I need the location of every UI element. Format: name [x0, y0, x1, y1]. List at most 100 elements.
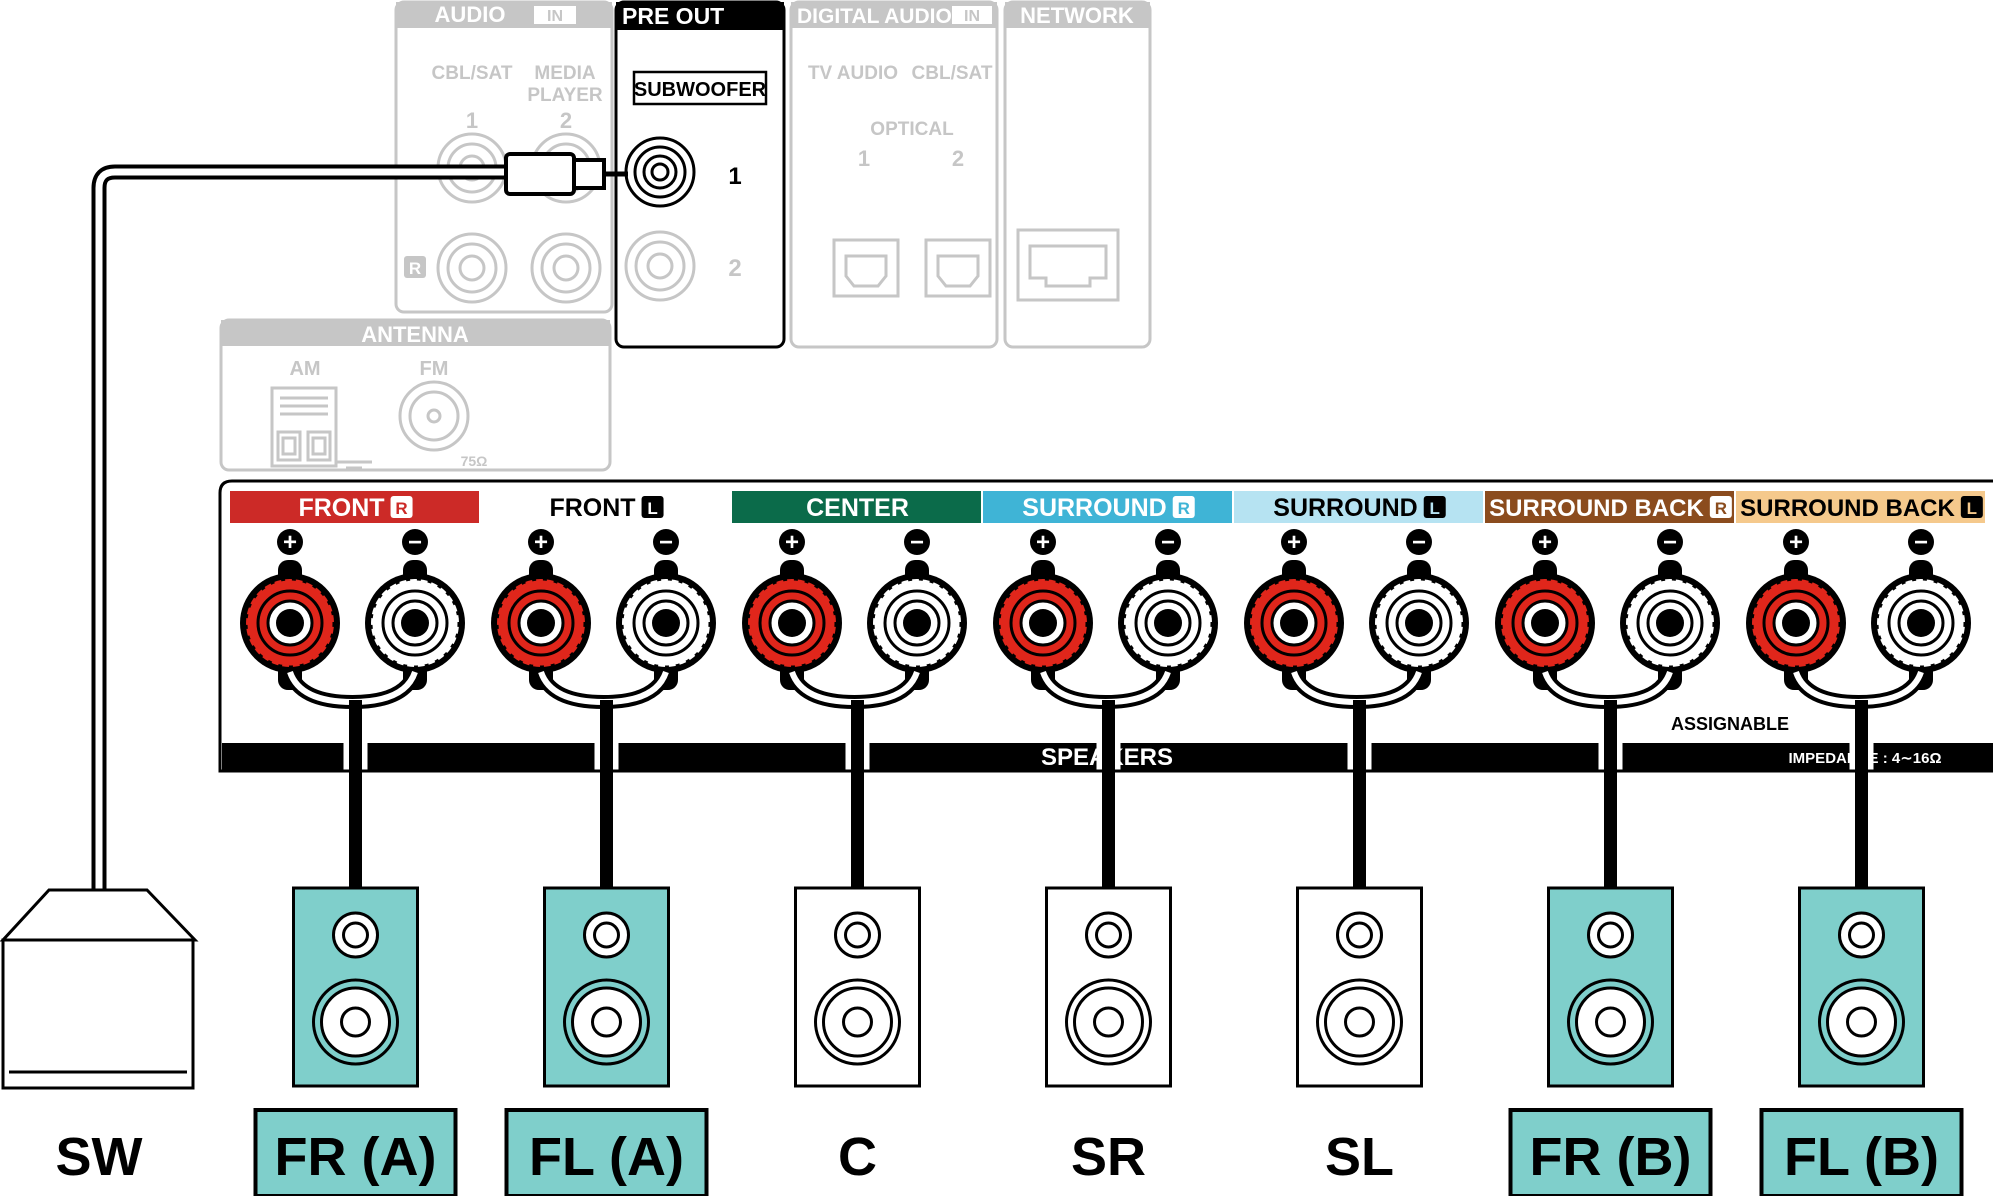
speaker-label-text: SW	[56, 1127, 143, 1187]
network-title: NETWORK	[1020, 3, 1134, 28]
ethernet-port	[1016, 228, 1120, 302]
tweeter-icon	[1336, 911, 1383, 959]
audio-in-tag: IN	[547, 8, 563, 25]
digital-audio-tag: IN	[964, 8, 980, 25]
plus-symbol-icon	[1783, 529, 1809, 555]
minus-symbol: −	[1412, 529, 1426, 556]
audio-in-col2-label2: PLAYER	[527, 85, 603, 106]
speaker-label-text: SL	[1325, 1127, 1394, 1187]
plus-terminal: +	[742, 529, 842, 690]
woofer-icon	[1818, 978, 1905, 1066]
antenna-panel: ANTENNA AM FM 75Ω	[219, 318, 612, 472]
minus-symbol-icon	[904, 529, 930, 555]
subwoofer-label: SUBWOOFER	[634, 79, 767, 101]
plus-terminal: +	[491, 529, 591, 690]
side-badge-label: R	[1178, 499, 1190, 518]
audio-in-r-badge: R	[409, 259, 421, 278]
channel-label: SURROUND	[1022, 494, 1166, 522]
pre-out-panel: PRE OUT SUBWOOFER 1 2	[614, 0, 786, 349]
woofer-icon	[1567, 978, 1654, 1066]
minus-terminal: −	[365, 529, 465, 690]
minus-terminal: −	[1118, 529, 1218, 690]
plus-terminal: +	[993, 529, 1093, 690]
channel-label: SURROUND	[1273, 494, 1417, 522]
minus-symbol-icon	[402, 529, 428, 555]
speaker-unit	[1045, 886, 1172, 1088]
digital-audio-subtitle: (ASSIGNABLE)	[841, 32, 949, 49]
channel-header-bg	[732, 491, 981, 523]
channel-label: SURROUND BACK	[1489, 495, 1704, 522]
fm-jack	[398, 380, 470, 452]
side-badge	[1172, 496, 1195, 518]
speaker-label-text: FR (A)	[275, 1127, 437, 1187]
speaker-label: FR (B)	[1508, 1108, 1713, 1196]
plus-symbol-icon	[1030, 529, 1056, 555]
woofer-icon	[1316, 978, 1403, 1066]
digital-audio-col2-label: CBL/SAT	[912, 63, 993, 84]
optical-num-2: 2	[952, 146, 964, 171]
plus-symbol-icon	[528, 529, 554, 555]
antenna-title: ANTENNA	[361, 322, 469, 347]
tweeter-icon	[583, 911, 630, 959]
assignable-label: ASSIGNABLE	[1671, 714, 1789, 734]
audio-in-subtitle: (ASSIGNABLE)	[450, 32, 558, 49]
minus-terminal: −	[867, 529, 967, 690]
audio-in-panel: AUDIO IN (ASSIGNABLE) CBL/SAT MEDIA PLAY…	[394, 0, 614, 314]
tweeter-icon	[1838, 911, 1885, 959]
plus-terminal: +	[240, 529, 340, 690]
speaker-unit	[543, 886, 670, 1088]
audio-in-col1-label: CBL/SAT	[432, 63, 513, 84]
speaker-label-text: C	[838, 1127, 877, 1187]
speaker-unit	[1798, 886, 1925, 1088]
minus-symbol-icon	[1657, 529, 1683, 555]
plus-symbol: +	[283, 529, 297, 556]
minus-symbol: −	[408, 529, 422, 556]
speaker-units	[0, 886, 1925, 1090]
channel-header-bg	[481, 491, 730, 523]
tweeter-icon	[1085, 911, 1132, 959]
speaker-label-text: FL (B)	[1784, 1127, 1939, 1187]
network-panel: NETWORK	[1003, 0, 1152, 349]
audio-in-col1-num: 1	[466, 108, 478, 133]
tweeter-icon	[834, 911, 881, 959]
optical-num-1: 1	[858, 146, 870, 171]
tweeter-icon	[1587, 911, 1634, 959]
minus-symbol: −	[1663, 529, 1677, 556]
side-badge-label: R	[395, 499, 407, 518]
fm-ohm-label: 75Ω	[461, 453, 488, 469]
speaker-unit	[1296, 886, 1423, 1088]
channel-header-bg	[230, 491, 479, 523]
plus-symbol-icon	[779, 529, 805, 555]
plus-symbol: +	[534, 529, 548, 556]
speaker-label-box	[1508, 1108, 1713, 1196]
digital-audio-panel: DIGITAL AUDIO IN (ASSIGNABLE) TV AUDIO C…	[789, 0, 999, 349]
pre-out-jack-2	[624, 230, 696, 302]
optical-jack-2	[924, 238, 992, 298]
digital-audio-col1-label: TV AUDIO	[808, 63, 898, 84]
speaker-label: SR	[1071, 1127, 1146, 1187]
audio-in-title: AUDIO	[435, 2, 506, 27]
speaker-label: SL	[1325, 1127, 1394, 1187]
woofer-icon	[1065, 978, 1152, 1066]
side-badge-label: R	[1715, 499, 1727, 518]
am-terminal	[270, 386, 372, 470]
rca-plug	[504, 152, 628, 196]
minus-symbol-icon	[653, 529, 679, 555]
speaker-label-box	[504, 1108, 709, 1196]
digital-audio-title: DIGITAL AUDIO	[797, 5, 952, 28]
minus-terminal: −	[1620, 529, 1720, 690]
minus-terminal: −	[1871, 529, 1971, 690]
plus-symbol: +	[1789, 529, 1803, 556]
side-badge-label: L	[1967, 499, 1977, 518]
side-badge	[1423, 496, 1446, 518]
speaker-unit	[292, 886, 419, 1088]
plus-symbol: +	[1538, 529, 1552, 556]
channel-label: CENTER	[806, 494, 909, 522]
speaker-label: FR (A)	[253, 1108, 458, 1196]
channel-header-bg	[1736, 491, 1985, 523]
minus-symbol: −	[1914, 529, 1928, 556]
optical-jack-1	[832, 238, 900, 298]
speaker-unit	[1547, 886, 1674, 1088]
am-label: AM	[289, 358, 320, 380]
